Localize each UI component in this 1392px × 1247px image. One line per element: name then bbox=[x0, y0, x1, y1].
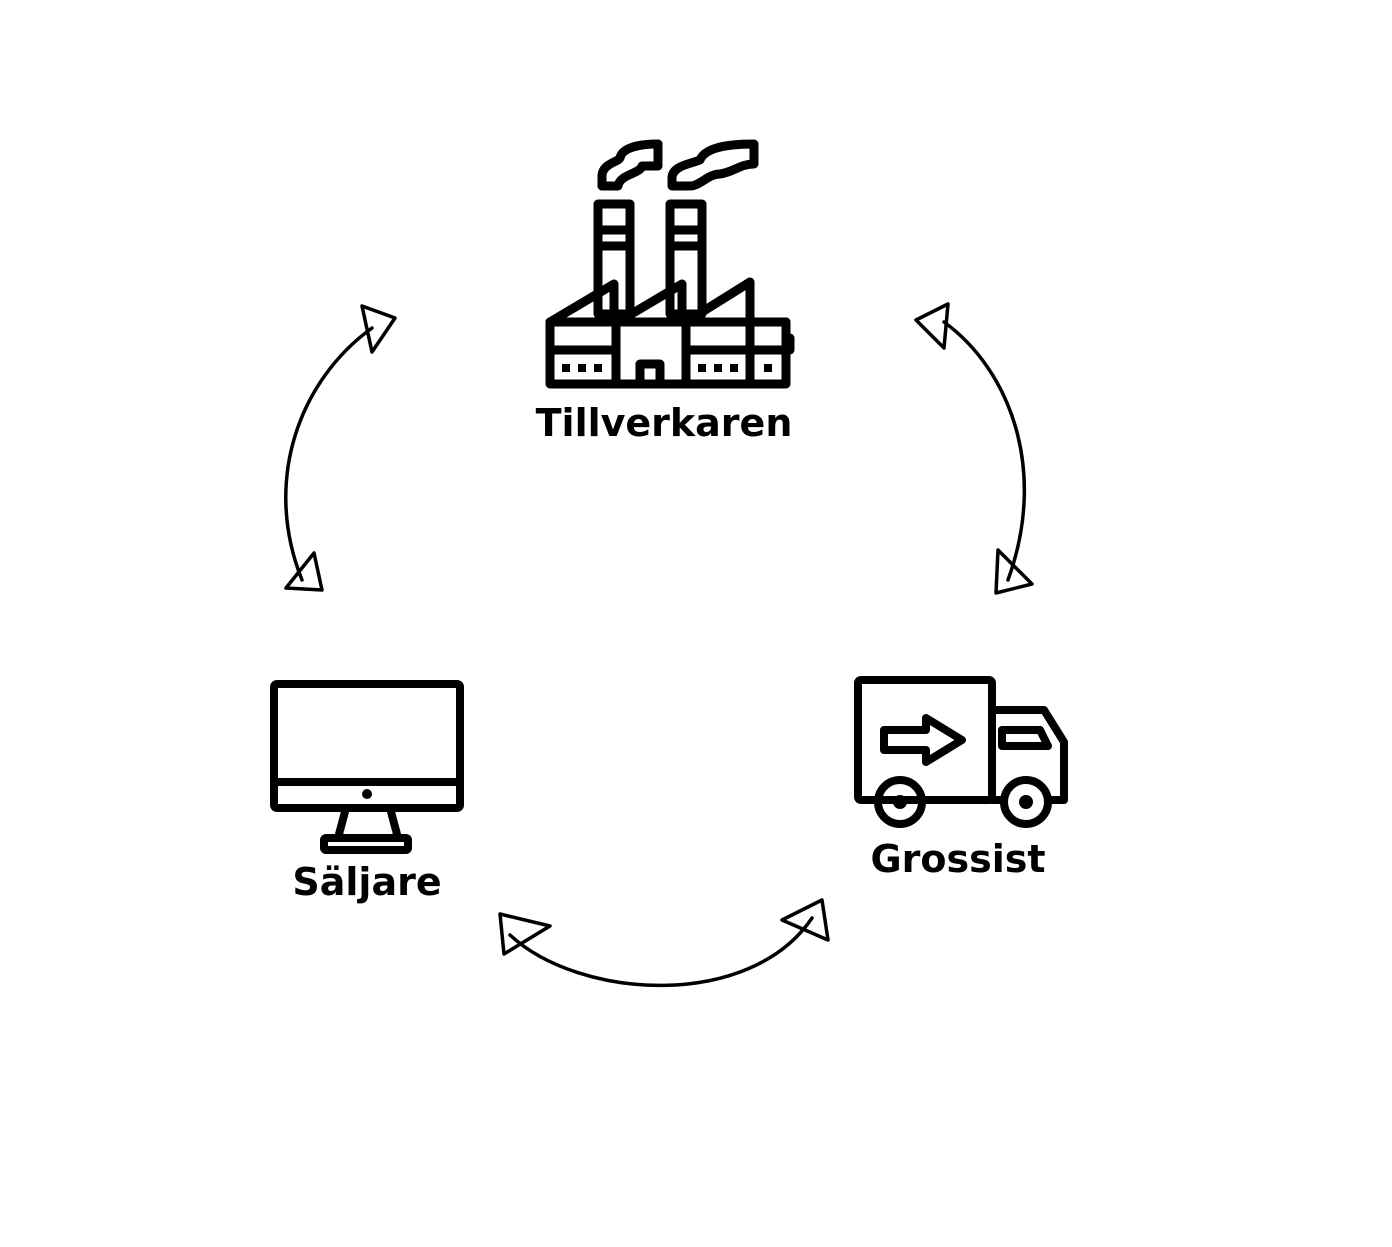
seller-label: Säljare bbox=[292, 860, 442, 904]
arrowhead-factory-wholesaler-bottom bbox=[994, 548, 1034, 595]
arrowhead-factory-wholesaler-top bbox=[914, 302, 950, 350]
wholesaler-label: Grossist bbox=[870, 837, 1046, 881]
delivery-truck-icon bbox=[854, 676, 1068, 828]
arrow-factory-seller bbox=[284, 326, 374, 582]
arrowhead-factory-seller-bottom bbox=[284, 551, 324, 592]
factory-icon bbox=[545, 139, 795, 389]
factory-label: Tillverkaren bbox=[535, 401, 793, 445]
arrow-factory-wholesaler bbox=[942, 320, 1027, 582]
computer-monitor-icon bbox=[270, 680, 464, 854]
arrowhead-seller-wholesaler-right bbox=[780, 898, 830, 942]
arrowhead-seller-wholesaler-left bbox=[498, 912, 552, 956]
arrow-seller-wholesaler bbox=[508, 916, 814, 988]
arrowhead-factory-seller-top bbox=[360, 304, 397, 354]
